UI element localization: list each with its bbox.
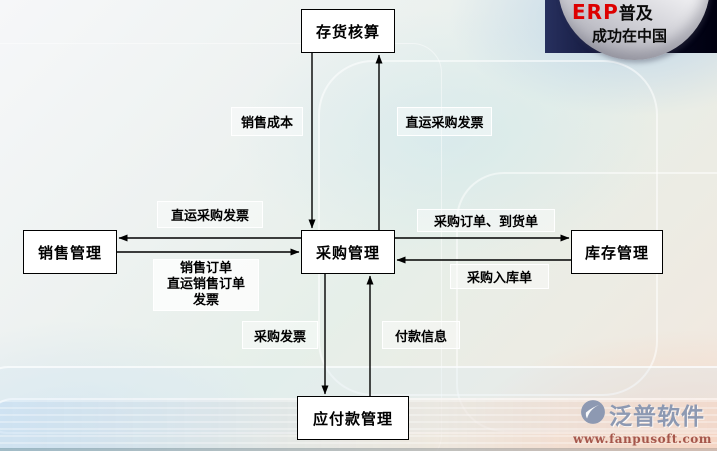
node-purchase-management: 采购管理 [301,230,395,274]
label-purchase-order-arrival: 采购订单、到货单 [417,209,555,232]
label-purchase-invoice: 采购发票 [242,321,318,349]
brand-name: 泛普软件 [609,404,706,430]
header-slogan-line1: ERP普及 [566,1,706,24]
brand-url[interactable]: www.fanpusoft.com [573,432,712,446]
node-sales-management: 销售管理 [23,230,117,274]
node-warehouse-management: 库存管理 [571,230,663,274]
fanpu-brand: 泛普软件 www.fanpusoft.com [573,397,712,446]
node-inventory-accounting: 存货核算 [301,9,395,53]
label-sales-orders-line1: 销售订单 [179,261,232,276]
brand-row: 泛普软件 [580,397,705,431]
header-slogan: ERP普及 成功在中国 [566,1,706,44]
erp-wordmark: ERP [572,0,619,24]
fanpu-logo-icon [580,399,606,429]
bottom-edge-strip [0,448,717,451]
label-sales-cost: 销售成本 [231,107,303,136]
header-slogan-line2: 成功在中国 [592,26,668,45]
label-sales-orders-line3: 发票 [192,293,219,308]
label-sales-orders: 销售订单 直运销售订单 发票 [153,259,259,311]
label-purchase-inbound: 采购入库单 [450,264,549,289]
label-direct-purchase-invoice-left: 直运采购发票 [157,201,263,228]
label-direct-purchase-invoice-up: 直运采购发票 [397,107,492,136]
label-sales-orders-line2: 直运销售订单 [166,277,245,292]
erp-suffix: 普及 [618,4,653,24]
node-payables-management: 应付款管理 [297,396,409,440]
label-payment-info: 付款信息 [382,321,460,349]
